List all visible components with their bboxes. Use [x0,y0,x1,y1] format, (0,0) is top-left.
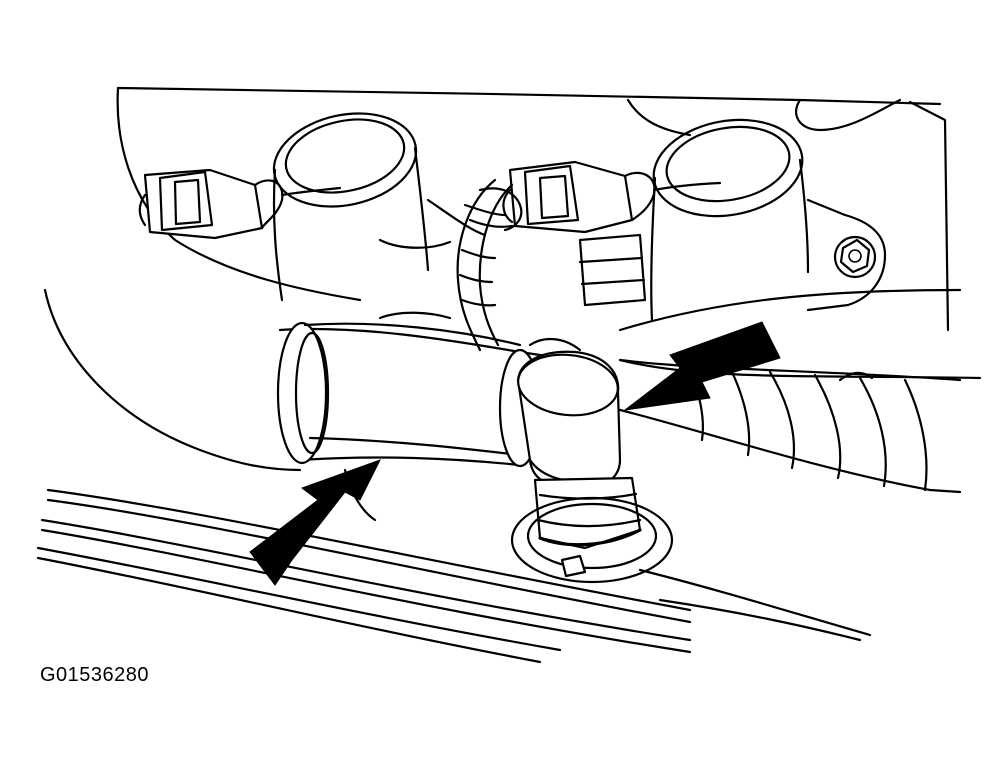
right-coil-tower [646,109,885,320]
arrow-right-callout [625,322,780,410]
wiring-harness [458,180,522,350]
arrow-left-callout [250,460,380,585]
valve-cover-ridges [38,470,870,662]
left-coil-tower [265,101,485,300]
left-connector [140,170,340,238]
intake-manifold [45,88,980,470]
pcv-valve [512,350,672,582]
right-connector [503,162,720,305]
figure-id-label: G01536280 [40,664,150,686]
